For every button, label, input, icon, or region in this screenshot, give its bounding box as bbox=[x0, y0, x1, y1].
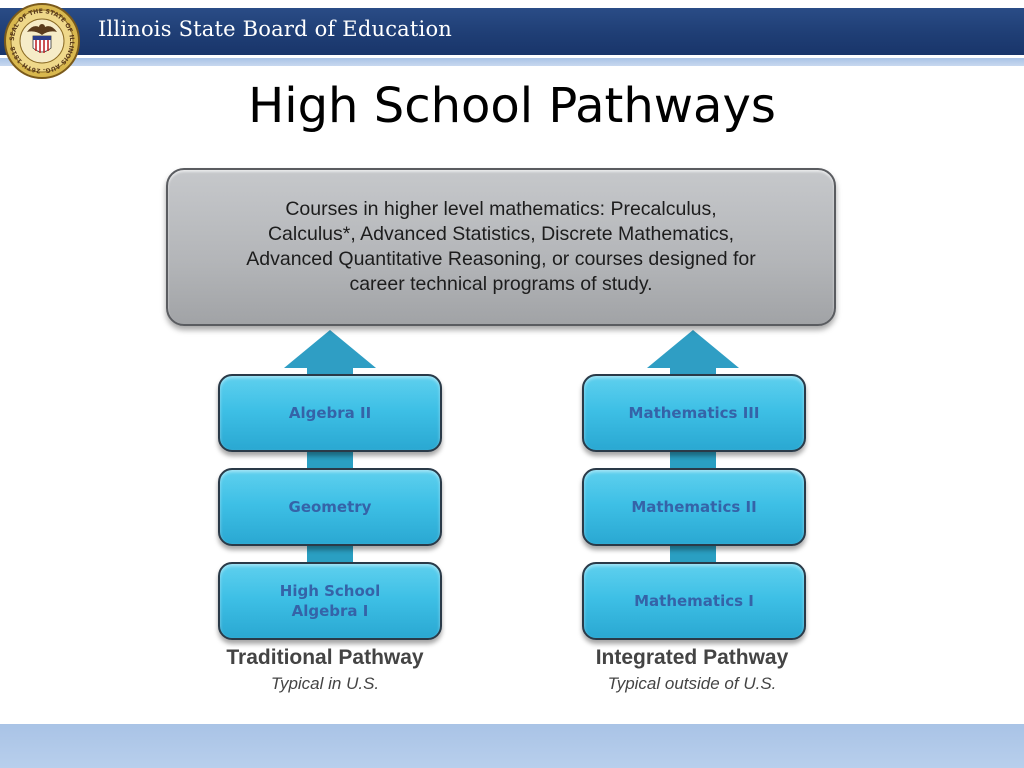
courses-line: Calculus*, Advanced Statistics, Discrete… bbox=[267, 223, 734, 245]
header-underline bbox=[0, 58, 1024, 66]
step-label: Algebra II bbox=[288, 404, 372, 422]
higher-level-courses-text: Courses in higher level mathematics: Pre… bbox=[246, 197, 755, 297]
footer-bar bbox=[0, 724, 1024, 768]
courses-line: Courses in higher level mathematics: Pre… bbox=[285, 198, 717, 220]
integrated-pathway-label: Integrated Pathway bbox=[595, 646, 789, 669]
step-geometry: Geometry bbox=[218, 468, 442, 546]
step-algebra-ii: Algebra II bbox=[218, 374, 442, 452]
header-title: Illinois State Board of Education bbox=[98, 17, 453, 41]
step-mathematics-ii: Mathematics II bbox=[582, 468, 806, 546]
step-mathematics-i: Mathematics I bbox=[582, 562, 806, 640]
step-label: Mathematics I bbox=[634, 592, 754, 610]
step-mathematics-iii: Mathematics III bbox=[582, 374, 806, 452]
connector-integrated-1 bbox=[670, 448, 716, 470]
courses-line: Advanced Quantitative Reasoning, or cour… bbox=[246, 248, 756, 270]
page-title: High School Pathways bbox=[248, 78, 776, 134]
connector-traditional-2 bbox=[307, 542, 353, 564]
integrated-pathway-subtitle: Typical outside of U.S. bbox=[607, 674, 777, 693]
step-label: Mathematics III bbox=[628, 404, 760, 422]
up-arrow-icon bbox=[647, 330, 739, 368]
connector-integrated-2 bbox=[670, 542, 716, 564]
up-arrow-icon bbox=[284, 330, 376, 368]
connector-traditional-1 bbox=[307, 448, 353, 470]
higher-level-courses-box: Courses in higher level mathematics: Pre… bbox=[166, 168, 836, 326]
courses-line: career technical programs of study. bbox=[349, 273, 653, 295]
illinois-state-seal-icon: SEAL OF THE STATE OF ILLINOIS AUG. 26TH … bbox=[4, 3, 80, 79]
traditional-pathway-label: Traditional Pathway bbox=[226, 646, 424, 669]
step-high-school-algebra-i: High School Algebra I bbox=[218, 562, 442, 640]
step-label: Mathematics II bbox=[631, 498, 757, 516]
step-label: High School Algebra I bbox=[279, 582, 381, 620]
traditional-pathway-subtitle: Typical in U.S. bbox=[270, 674, 380, 693]
step-label: Geometry bbox=[288, 498, 372, 516]
header-bar bbox=[0, 8, 1024, 55]
